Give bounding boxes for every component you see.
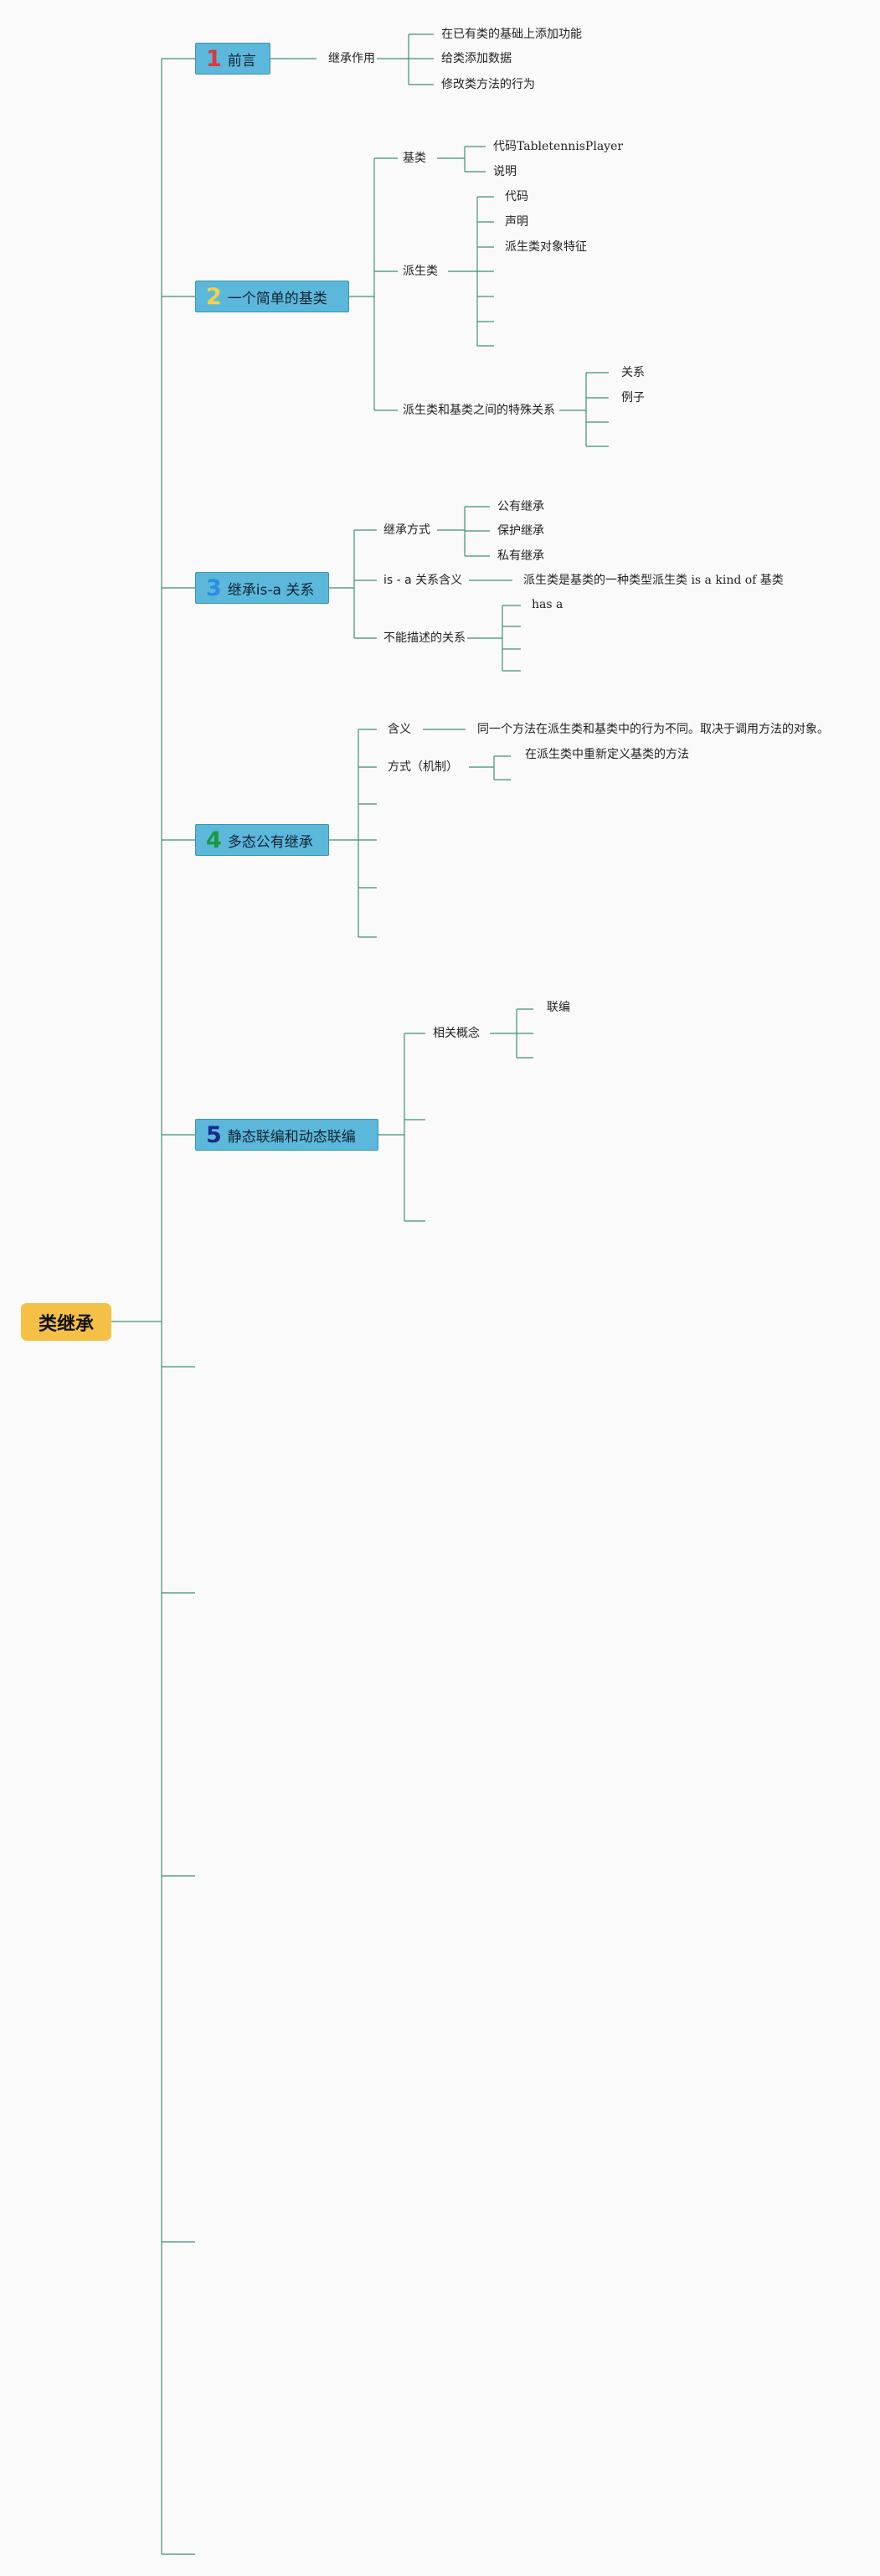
t2-derived-item[interactable]: 声明 [505, 215, 528, 229]
topic-1[interactable]: 1 前言 [195, 43, 270, 75]
t4-meaning[interactable]: 含义 [388, 723, 411, 736]
t2-special-item[interactable]: 关系 [621, 366, 645, 379]
t5-concept[interactable]: 相关概念 [433, 1027, 480, 1040]
topic-number: 4 [206, 827, 222, 853]
t2-base[interactable]: 基类 [403, 152, 426, 165]
root-node[interactable]: 类继承 [21, 1303, 111, 1341]
t2-base-item[interactable]: 说明 [493, 165, 517, 178]
topic-label: 一个简单的基类 [227, 290, 327, 307]
t3-mode-item[interactable]: 保护继承 [497, 524, 544, 538]
t1-item[interactable]: 修改类方法的行为 [441, 78, 535, 91]
t2-special-item[interactable]: 例子 [621, 391, 645, 404]
t4-mechanism[interactable]: 方式（机制） [388, 760, 458, 774]
topic-number: 5 [206, 1121, 222, 1148]
t3-isa[interactable]: is - a 关系含义 [383, 574, 463, 587]
topic-3[interactable]: 3 继承is-a 关系 [195, 572, 329, 604]
t3-mode-item[interactable]: 公有继承 [497, 500, 544, 513]
topic-label: 前言 [227, 52, 256, 70]
t5-concept-item[interactable]: 联编 [547, 1001, 570, 1014]
t2-special[interactable]: 派生类和基类之间的特殊关系 [403, 404, 555, 417]
topic-4[interactable]: 4 多态公有继承 [195, 824, 329, 856]
topic-number: 1 [206, 45, 222, 72]
t2-derived[interactable]: 派生类 [403, 265, 438, 278]
topic-label: 继承is-a 关系 [227, 581, 315, 599]
topic-label: 静态联编和动态联编 [227, 1128, 356, 1146]
t1-item[interactable]: 给类添加数据 [441, 52, 512, 65]
topic-2[interactable]: 2 一个简单的基类 [195, 281, 349, 312]
topic-number: 3 [206, 574, 222, 601]
t4-meaning-item[interactable]: 同一个方法在派生类和基类中的行为不同。取决于调用方法的对象。 [477, 723, 829, 736]
t3-isa-item[interactable]: 派生类是基类的一种类型派生类 is a kind of 基类 [523, 574, 784, 587]
topic-5[interactable]: 5 静态联编和动态联编 [195, 1119, 378, 1151]
t4-mechanism-item[interactable]: 在派生类中重新定义基类的方法 [525, 748, 689, 761]
t3-cannot-item[interactable]: has a [532, 598, 564, 611]
t1-item[interactable]: 在已有类的基础上添加功能 [441, 28, 582, 41]
topic-number: 2 [206, 283, 222, 310]
t2-base-item[interactable]: 代码TabletennisPlayer [493, 140, 624, 153]
t2-derived-item[interactable]: 派生类对象特征 [505, 240, 587, 254]
t3-mode-item[interactable]: 私有继承 [497, 549, 544, 563]
topic-label: 多态公有继承 [227, 833, 313, 851]
t2-derived-item[interactable]: 代码 [505, 190, 528, 204]
t1-subtopic[interactable]: 继承作用 [328, 52, 375, 65]
t3-cannot[interactable]: 不能描述的关系 [383, 631, 466, 645]
t3-mode[interactable]: 继承方式 [383, 523, 430, 537]
